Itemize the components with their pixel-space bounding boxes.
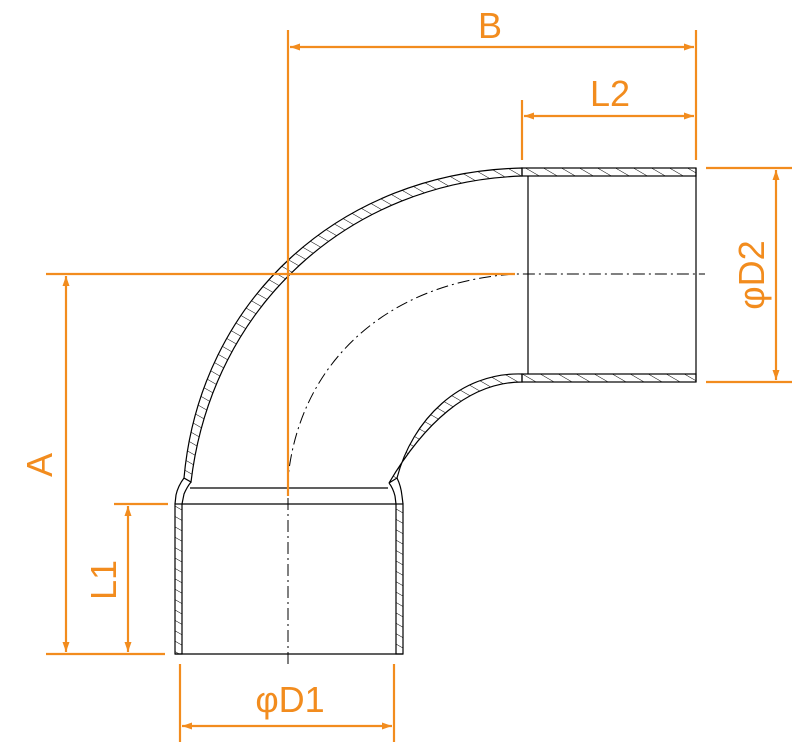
label-a: A	[19, 453, 60, 477]
right-socket-bottom-wall	[521, 373, 697, 383]
dimension-lines	[46, 30, 792, 742]
bottom-socket-left-wall	[174, 503, 183, 655]
center-line	[287, 273, 705, 664]
inner-bend-wall	[388, 373, 523, 484]
right-socket-top-wall	[521, 167, 697, 177]
elbow-fitting	[174, 167, 705, 664]
label-b: B	[478, 5, 502, 46]
dimension-labels: B L2 φD2 A L1 φD1	[19, 5, 772, 720]
label-d2: φD2	[731, 240, 772, 309]
label-l1: L1	[83, 560, 124, 600]
bottom-right-shoulder	[388, 477, 404, 505]
bottom-left-shoulder	[174, 477, 192, 505]
label-l2: L2	[590, 73, 630, 114]
label-d1: φD1	[255, 679, 324, 720]
bottom-socket-right-wall	[395, 503, 404, 655]
outer-bend-wall	[183, 167, 523, 483]
